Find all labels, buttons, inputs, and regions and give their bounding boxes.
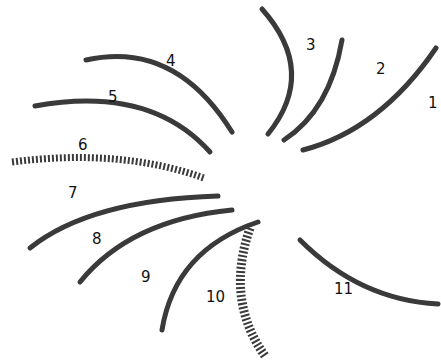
curved-stroke [240,228,265,356]
curved-stroke [86,56,232,132]
curved-stroke [300,240,438,304]
callout-number: 2 [376,62,386,77]
callout-number: 8 [92,232,102,247]
callout-number: 10 [206,290,225,305]
callout-number: 6 [78,138,88,153]
callout-number: 11 [334,282,353,297]
callout-number: 9 [141,270,151,285]
callout-number: 7 [68,186,78,201]
curved-stroke [12,158,204,178]
curved-stroke [35,101,210,152]
callout-number: 3 [306,38,316,53]
callout-number: 4 [166,54,176,69]
callout-number: 5 [108,90,118,105]
curved-stroke [30,196,218,248]
curved-stroke [262,9,292,134]
callout-number: 1 [428,96,438,111]
